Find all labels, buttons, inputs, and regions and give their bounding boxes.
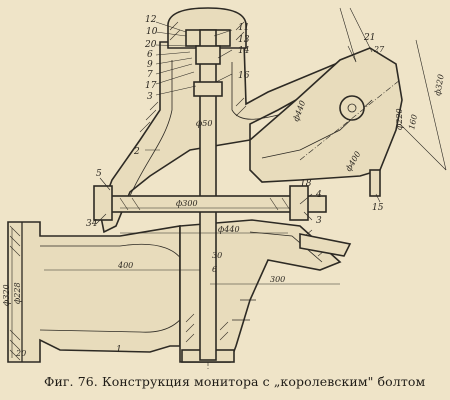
inlet-branch <box>7 221 181 363</box>
dim-label-160: 160 <box>407 114 419 131</box>
swivel-housing <box>99 41 352 234</box>
outlet-pivot-hole <box>347 103 357 113</box>
part-number-21: 21 <box>363 33 375 43</box>
dim-label-6: 6 <box>212 265 217 274</box>
dim-line-320r <box>415 39 447 171</box>
part-number-10: 10 <box>146 27 158 37</box>
part-number-34: 34 <box>86 219 98 229</box>
part-number-17: 17 <box>145 81 157 91</box>
part-number-13: 13 <box>238 35 250 45</box>
dim-label-20: 20 <box>15 349 26 358</box>
dim-label-27: 27 <box>373 45 385 54</box>
dim-label-440: ф440 <box>218 225 240 234</box>
dim-label-320: ф320 <box>2 284 11 306</box>
part-number-6: 6 <box>147 50 153 60</box>
part-number-4: 4 <box>315 190 322 200</box>
housing-hatch <box>139 97 247 133</box>
side-bracket <box>299 233 352 257</box>
pedestal-inner-lines <box>232 231 323 321</box>
part-number-7: 7 <box>147 70 153 80</box>
dim-label-300: ф300 <box>176 199 198 208</box>
dim-line-160 <box>399 123 447 171</box>
inlet-flange-hatch <box>9 225 21 361</box>
part-number-11: 11 <box>238 23 249 33</box>
right-flange-bolt <box>289 185 309 221</box>
dim-label-220: ф220 <box>395 108 404 130</box>
part-number-3b: 3 <box>316 216 322 226</box>
flange-hatch <box>119 197 291 211</box>
part-number-20: 20 <box>144 40 157 50</box>
part-number-12: 12 <box>145 15 157 25</box>
leader-lines <box>95 21 381 225</box>
dim-label-400: 400 <box>117 261 133 270</box>
part-number-16: 16 <box>238 71 250 81</box>
part-number-2: 2 <box>133 147 140 157</box>
part-number-18: 18 <box>300 179 312 189</box>
dim-label-300b: 300 <box>270 275 285 284</box>
cap-hatch <box>169 21 245 41</box>
part-number-14: 14 <box>238 46 250 56</box>
monitor-assembly-drawing: 12 10 20 6 9 7 17 3 11 13 14 16 2 5 34 1… <box>2 7 447 370</box>
dim-label-228: ф228 <box>13 282 22 304</box>
dim-label-30: 30 <box>212 251 222 260</box>
dim-label-50: ф50 <box>196 119 212 128</box>
part-number-5: 5 <box>96 169 102 179</box>
figure-caption: Фиг. 76. Конструкция монитора с „королев… <box>44 374 426 389</box>
part-number-9: 9 <box>147 60 153 70</box>
outlet-elbow <box>249 47 403 183</box>
outlet-stud <box>369 169 381 197</box>
top-pipe-lines <box>339 7 373 63</box>
middle-bushing <box>193 81 223 97</box>
part-number-1: 1 <box>116 345 122 355</box>
dim-label-320r: ф320 <box>433 74 446 97</box>
king-bolt <box>199 29 217 361</box>
outlet-pivot-boss <box>339 95 365 121</box>
part-number-15: 15 <box>372 203 384 213</box>
part-number-3: 3 <box>147 92 153 102</box>
left-flange-bolt <box>93 185 113 221</box>
upper-bushing <box>195 45 221 65</box>
